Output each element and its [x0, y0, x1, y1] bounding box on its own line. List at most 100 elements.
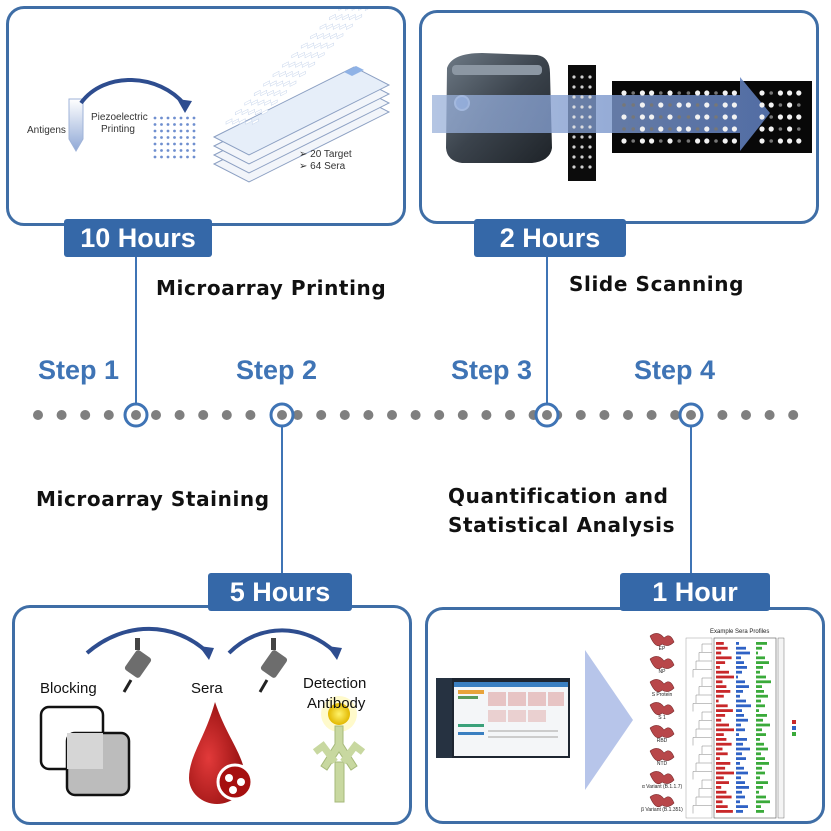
- detection-label-line2: Antibody: [307, 695, 366, 712]
- scan-spot: [658, 126, 664, 132]
- printed-spot: [186, 136, 189, 139]
- scan-spot: [759, 138, 765, 144]
- slide-well: [251, 99, 258, 106]
- slide-well: [267, 89, 274, 97]
- scan-spot: [621, 90, 627, 96]
- scan-spot: [777, 90, 783, 96]
- profile-bar: [756, 723, 770, 727]
- slide-well: [301, 61, 309, 68]
- profile-bar: [736, 690, 743, 693]
- profile-strip: [777, 637, 785, 819]
- step3-connector: [546, 257, 548, 407]
- slide-well: [232, 118, 239, 125]
- profile-bar: [716, 790, 727, 794]
- profile-bar: [716, 670, 729, 674]
- profile-bar: [716, 771, 734, 775]
- slide-spot: [588, 155, 592, 159]
- scan-spot: [714, 103, 718, 107]
- slide-well: [329, 13, 336, 21]
- legend-swatch: [792, 732, 796, 736]
- printed-spot: [186, 129, 189, 133]
- scan-spot: [659, 91, 663, 95]
- scan-spot: [759, 114, 765, 120]
- timeline-dot: [151, 410, 161, 420]
- profile-bar: [756, 790, 759, 794]
- profile-bar: [756, 766, 762, 770]
- slide-well: [323, 33, 331, 40]
- printed-spot: [192, 116, 196, 120]
- profile-bar: [756, 795, 766, 799]
- printed-spot: [186, 155, 189, 159]
- dendrogram-branch: [695, 694, 712, 703]
- profile-bar: [756, 690, 764, 693]
- scan-spot: [714, 127, 718, 131]
- profile-bar: [736, 651, 750, 655]
- slide-stack-icon: [212, 9, 391, 183]
- scan-spot: [695, 127, 700, 131]
- step2-connector: [281, 427, 283, 577]
- profile-bar: [756, 699, 761, 703]
- step-label-1: Step 1: [38, 355, 120, 385]
- analysis-title-line1: Quantification and: [448, 484, 669, 508]
- antigen-label: S Protein: [652, 692, 673, 698]
- profile-bar: [716, 675, 734, 679]
- scan-spot: [695, 138, 701, 144]
- timeline-dot: [245, 410, 256, 420]
- printed-spot: [173, 136, 176, 139]
- scan-spot: [686, 91, 691, 95]
- profile-bar: [716, 690, 731, 693]
- slide-well: [272, 70, 280, 78]
- printed-spot: [179, 123, 183, 126]
- slide-spot: [572, 75, 576, 79]
- scan-spot: [704, 102, 710, 108]
- slide-well: [235, 108, 242, 116]
- scan-spot: [731, 126, 737, 132]
- slide-well: [308, 61, 316, 68]
- step-marker-core-2: [277, 410, 287, 420]
- profile-bar: [756, 714, 767, 717]
- slide-spot: [580, 85, 584, 89]
- timeline-dot: [741, 410, 751, 420]
- timeline-dot: [56, 410, 67, 420]
- profile-bar: [756, 704, 765, 708]
- scan-spot: [659, 115, 663, 119]
- profile-bar: [716, 742, 732, 746]
- scan-spot: [631, 127, 635, 131]
- analysis-arrow: [585, 650, 633, 790]
- slide-well: [346, 23, 353, 30]
- profile-bar: [736, 685, 749, 688]
- slide-well: [238, 118, 246, 125]
- scan-spot: [722, 114, 728, 120]
- scan-spot: [787, 138, 793, 144]
- profile-bar: [736, 680, 745, 684]
- dendrogram-branch: [698, 788, 712, 797]
- slide-well: [253, 89, 261, 97]
- printed-spot: [153, 136, 157, 139]
- dendrogram-branch: [695, 762, 712, 771]
- slide-well: [330, 33, 337, 40]
- profile-bar: [716, 714, 726, 717]
- antigen-label: α Variant (B.1.1.7): [642, 784, 683, 790]
- targets-text: 20 Target: [310, 149, 352, 160]
- printed-spot: [186, 142, 189, 146]
- slide-spot: [572, 135, 576, 139]
- slide-spot: [580, 75, 584, 79]
- printed-spot: [192, 155, 196, 159]
- printing-title: Microarray Printing: [156, 276, 387, 300]
- slide-well: [225, 118, 233, 125]
- printed-spot: [153, 149, 157, 152]
- slide-well: [310, 32, 317, 40]
- slide-well: [288, 61, 296, 68]
- printed-spot: [166, 123, 170, 126]
- profile-bar: [756, 728, 762, 732]
- slide-spot: [572, 155, 576, 159]
- profile-bar: [736, 742, 743, 746]
- timeline-dot: [410, 410, 421, 420]
- slide-well: [320, 42, 328, 49]
- profile-bar: [756, 651, 758, 655]
- profile-bar: [736, 670, 742, 674]
- pipette-icon: [258, 638, 288, 693]
- timeline-dot: [221, 410, 232, 420]
- detection-label-line1: Detection: [303, 675, 367, 692]
- printed-spot: [179, 155, 183, 159]
